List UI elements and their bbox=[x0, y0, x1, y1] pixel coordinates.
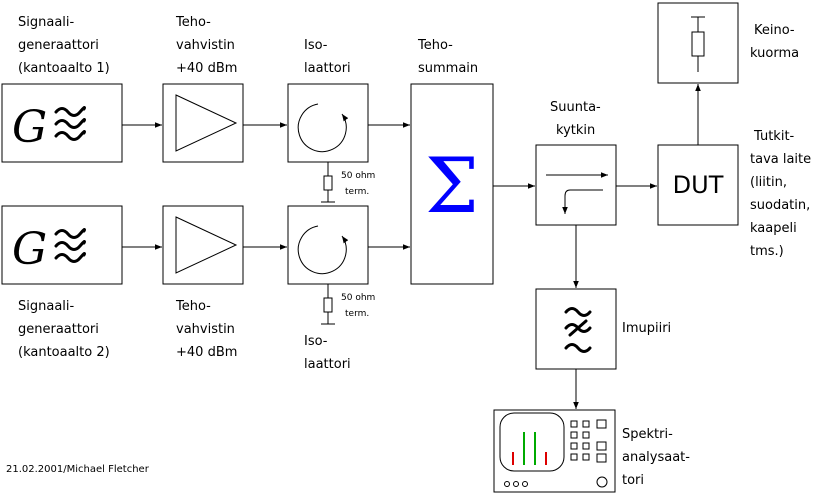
isolator-1-label: Iso- laattori bbox=[304, 38, 351, 76]
generator-2-label-line: (kantoaalto 2) bbox=[18, 345, 110, 360]
generator-2-label-line: Signaali- bbox=[18, 299, 75, 314]
generator-1-label-line: Signaali- bbox=[18, 15, 75, 30]
analyzer-label-line: analysaat- bbox=[622, 450, 690, 465]
analyzer-label: Spektri- analysaat- tori bbox=[622, 427, 690, 488]
generator-1-label-line: (kantoaalto 1) bbox=[18, 61, 110, 76]
termination-1-label-line: term. bbox=[345, 187, 369, 197]
directional-coupler-icon bbox=[546, 172, 608, 214]
isolator-2-label-line: laattori bbox=[304, 357, 351, 372]
combiner-label-line: Teho- bbox=[417, 38, 453, 53]
amplifier-triangle-icon bbox=[175, 216, 238, 274]
amplifier-2-label-line: +40 dBm bbox=[176, 345, 237, 360]
dut-label: Tutkit- tava laite (liitin, suodatin, ka… bbox=[750, 129, 811, 259]
dut-label-line: suodatin, bbox=[750, 198, 810, 213]
isolator-2-block bbox=[287, 205, 369, 285]
dut-text: DUT bbox=[673, 171, 724, 199]
amplifier-2-block bbox=[162, 205, 244, 285]
combiner-label: Teho- summain bbox=[417, 38, 478, 76]
amplifier-1-label-line: vahvistin bbox=[176, 38, 235, 53]
generator-1-symbol: G bbox=[12, 102, 47, 153]
sigma-symbol: Σ bbox=[425, 141, 479, 230]
termination-2: 50 ohm term. bbox=[321, 284, 375, 325]
coupler-box bbox=[535, 144, 617, 226]
amplifier-2-label-line: Teho- bbox=[175, 299, 211, 314]
isolator-1-box bbox=[287, 83, 369, 163]
coupler-label-line: kytkin bbox=[556, 123, 595, 138]
coupler-block bbox=[535, 144, 617, 226]
isolator-1-block bbox=[287, 83, 369, 163]
dut-label-line: tava laite bbox=[750, 152, 811, 167]
sine-wave-icon bbox=[54, 106, 86, 141]
termination-1: 50 ohm term. bbox=[321, 162, 375, 203]
dut-label-line: Tutkit- bbox=[753, 129, 795, 144]
amplifier-triangle-icon bbox=[175, 94, 238, 152]
generator-2-symbol: G bbox=[12, 224, 47, 275]
generator-2-box bbox=[1, 205, 123, 285]
load-label: Keino- kuorma bbox=[750, 23, 799, 61]
amplifier-1-label: Teho- vahvistin +40 dBm bbox=[175, 15, 237, 76]
isolator-1-label-line: Iso- bbox=[304, 38, 328, 53]
analyzer-label-line: Spektri- bbox=[622, 427, 673, 442]
dut-label-line: kaapeli bbox=[750, 221, 797, 236]
amplifier-1-block bbox=[162, 83, 244, 163]
load-label-line: Keino- bbox=[754, 23, 795, 38]
isolator-2-label-line: Iso- bbox=[304, 334, 328, 349]
isolator-2-label: Iso- laattori bbox=[304, 334, 351, 372]
generator-2-label: Signaali- generaattori (kantoaalto 2) bbox=[18, 299, 110, 360]
generator-2-block: G bbox=[1, 205, 123, 285]
isolator-1-label-line: laattori bbox=[304, 61, 351, 76]
spectrum-analyzer-icon bbox=[499, 412, 608, 488]
amplifier-1-label-line: Teho- bbox=[175, 15, 211, 30]
combiner-block: Σ bbox=[410, 83, 494, 285]
analyzer-keypad bbox=[570, 419, 607, 463]
amplifier-2-label: Teho- vahvistin +40 dBm bbox=[175, 299, 237, 360]
amplifier-1-box bbox=[162, 83, 244, 163]
dut-label-line: (liitin, bbox=[750, 175, 787, 190]
load-label-line: kuorma bbox=[750, 46, 799, 61]
generator-1-label-line: generaattori bbox=[18, 38, 99, 53]
dut-box bbox=[657, 144, 739, 226]
load-block bbox=[657, 2, 739, 84]
combiner-box bbox=[410, 83, 494, 285]
amplifier-1-label-line: +40 dBm bbox=[176, 61, 237, 76]
dut-block: DUT bbox=[657, 144, 739, 226]
filter-block bbox=[535, 288, 617, 370]
isolator-2-box bbox=[287, 205, 369, 285]
generator-1-block: G bbox=[1, 83, 123, 163]
analyzer-label-line: tori bbox=[622, 473, 644, 488]
generator-1-box bbox=[1, 83, 123, 163]
circulator-icon bbox=[297, 103, 349, 153]
author-credit: 21.02.2001/Michael Fletcher bbox=[6, 464, 150, 475]
analyzer-block bbox=[493, 409, 616, 493]
filter-label: Imupiiri bbox=[622, 321, 671, 336]
termination-2-label-line: 50 ohm bbox=[341, 293, 375, 303]
coupler-label-line: Suunta- bbox=[550, 100, 601, 115]
dut-label-line: tms.) bbox=[750, 244, 784, 259]
notch-filter-icon bbox=[564, 307, 592, 353]
resistor-icon bbox=[323, 297, 333, 313]
analyzer-connectors bbox=[504, 476, 608, 488]
resistor-icon bbox=[691, 16, 705, 72]
generator-2-label-line: generaattori bbox=[18, 322, 99, 337]
signal-connections bbox=[122, 84, 701, 409]
termination-2-label-line: term. bbox=[345, 309, 369, 319]
circulator-icon bbox=[297, 225, 349, 275]
amplifier-2-label-line: vahvistin bbox=[176, 322, 235, 337]
coupler-label: Suunta- kytkin bbox=[550, 100, 601, 138]
generator-1-label: Signaali- generaattori (kantoaalto 1) bbox=[18, 15, 110, 76]
resistor-icon bbox=[323, 175, 333, 191]
combiner-label-line: summain bbox=[418, 61, 478, 76]
amplifier-2-box bbox=[162, 205, 244, 285]
sine-wave-icon bbox=[54, 228, 86, 263]
analyzer-screen bbox=[499, 412, 565, 472]
termination-1-label-line: 50 ohm bbox=[341, 171, 375, 181]
